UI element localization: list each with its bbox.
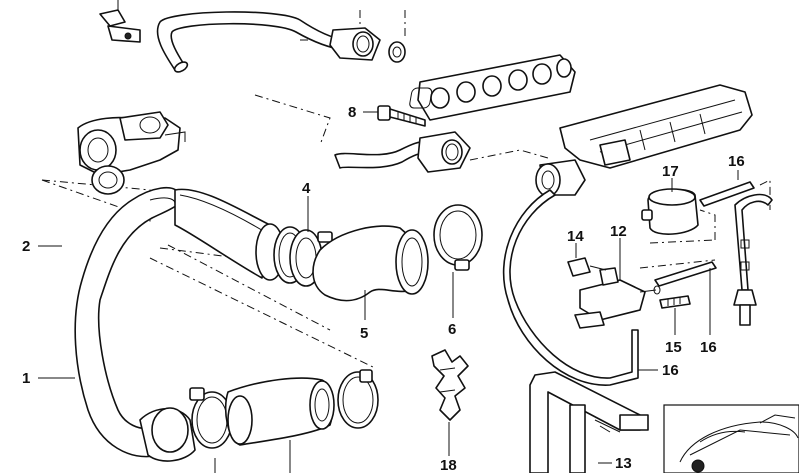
screw-15 <box>659 295 691 309</box>
hose-end-bottom <box>139 407 196 462</box>
callout-16-middle: 16 <box>700 339 717 356</box>
callout-16-bottom: 16 <box>662 362 679 379</box>
hose-bottom-middle <box>224 377 335 446</box>
hose-5 <box>312 225 429 302</box>
callout-16-top: 16 <box>728 153 745 170</box>
connector-14 <box>567 257 607 277</box>
vacuum-hose <box>502 189 639 386</box>
small-hose-top <box>699 181 755 207</box>
hose-clip-top <box>99 0 141 43</box>
callout-1: 1 <box>22 370 30 387</box>
callout-6: 6 <box>448 321 456 338</box>
clip-18 <box>431 349 469 421</box>
callout-5: 5 <box>360 325 368 342</box>
vehicle-location-thumbnail <box>663 404 799 473</box>
leader-lines <box>38 111 739 473</box>
bracket-13 <box>529 371 649 473</box>
filter-17 <box>641 188 699 235</box>
small-hose-middle <box>654 261 717 287</box>
pipe-middle <box>334 131 471 173</box>
callouts: 1 2 4 5 6 8 12 13 14 15 16 16 16 17 18 <box>22 104 745 473</box>
callout-4: 4 <box>302 180 311 197</box>
valve-body <box>535 159 586 197</box>
assembly-lines <box>41 10 771 369</box>
callout-18: 18 <box>440 457 457 473</box>
callout-12: 12 <box>610 223 627 240</box>
callout-2: 2 <box>22 238 30 255</box>
turbocharger <box>77 111 186 195</box>
vehicle-location-icon <box>691 459 705 473</box>
callout-14: 14 <box>567 228 584 245</box>
vacuum-line-right <box>733 193 773 326</box>
hose-clamp-6 <box>433 204 483 271</box>
callout-17: 17 <box>662 163 679 180</box>
callout-13: 13 <box>615 455 632 472</box>
callout-15: 15 <box>665 339 682 356</box>
pressure-converter-12 <box>574 267 661 329</box>
bolt-8 <box>377 105 426 127</box>
manifold-gasket <box>409 54 576 121</box>
hose-clamp-bottom-right <box>337 369 379 429</box>
intake-manifold <box>559 84 753 169</box>
pipe-top <box>156 11 406 73</box>
callout-8: 8 <box>348 104 356 121</box>
